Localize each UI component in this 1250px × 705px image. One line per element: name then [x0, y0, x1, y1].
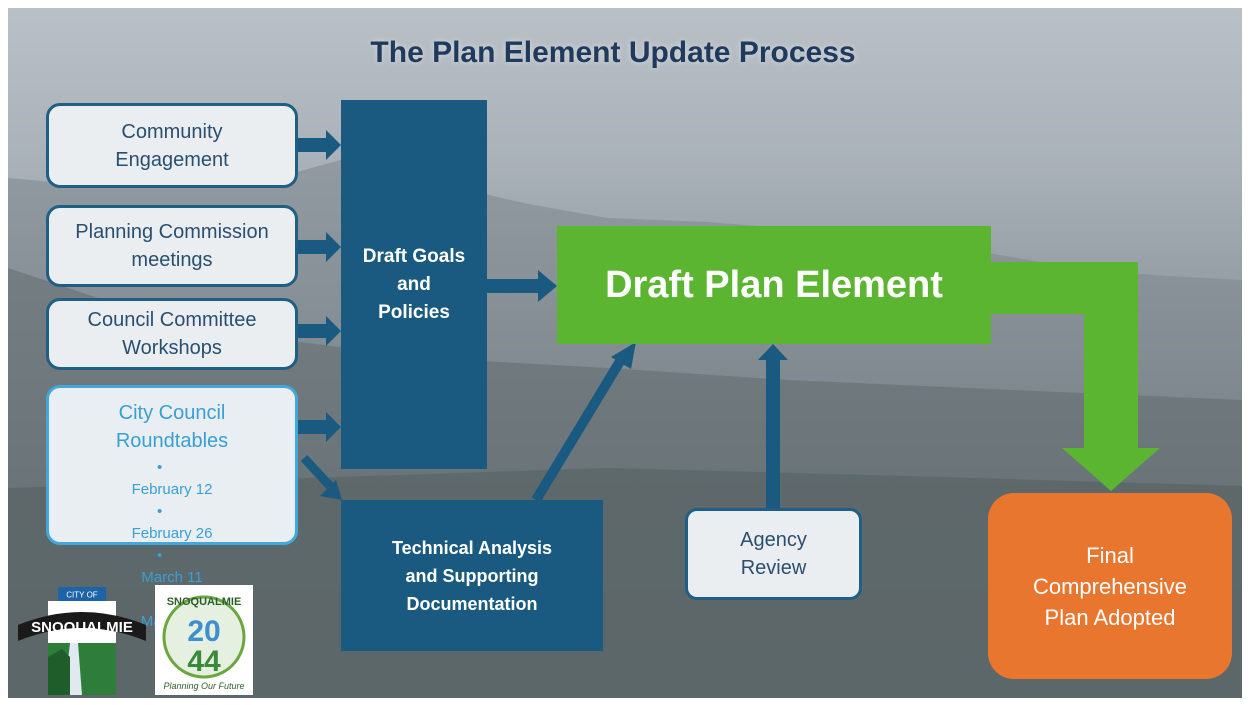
- page-title: The Plan Element Update Process: [370, 36, 856, 69]
- technical-line-1: Technical Analysis: [391, 537, 553, 558]
- arrow-community-to-goals: [298, 130, 341, 160]
- roundtables-title-line-2: Roundtables: [115, 430, 229, 452]
- draft-goals-line-3: Policies: [378, 301, 450, 323]
- council-line-1: Council Committee: [87, 309, 257, 331]
- planning-commission-box: Planning Commission meetings: [46, 205, 298, 287]
- logo-year-top-text: 20: [187, 615, 220, 648]
- final-line-3: Plan Adopted: [1044, 604, 1176, 630]
- draft-goals-line-2: and: [397, 273, 431, 295]
- bullet-icon: •: [157, 547, 163, 564]
- forest-hill: [8, 268, 1242, 698]
- planning-line-1: Planning Commission: [75, 221, 269, 243]
- draft-goals-and-policies-box: Draft Goals and Policies: [341, 100, 487, 469]
- arrow-agency-to-plan: [758, 344, 788, 508]
- logo-city-top-text: CITY OF: [66, 591, 98, 600]
- roundtable-date-text: March 11: [141, 569, 203, 586]
- roundtable-date-text: February 26: [131, 525, 213, 542]
- agency-review-box: Agency Review: [685, 508, 862, 600]
- slide: The Plan Element Update Process Communit…: [8, 8, 1242, 698]
- arrow-council-to-goals: [298, 316, 341, 346]
- city-of-snoqualmie-logo: CITY OF SNOQUALMIE: [18, 587, 146, 695]
- technical-analysis-box: Technical Analysis and Supporting Docume…: [341, 500, 603, 651]
- snoqualmie-2044-logo: SNOQUALMIE 20 44 Planning Our Future: [155, 585, 253, 695]
- final-line-2: Comprehensive: [1032, 573, 1188, 599]
- flow-arrows: [298, 130, 1160, 508]
- logo-city-name-text: SNOQUALMIE: [31, 619, 133, 636]
- city-council-roundtables-box: City Council Roundtables • February 12 • F…: [46, 385, 298, 630]
- draft-goals-line-1: Draft Goals: [362, 245, 466, 267]
- technical-line-2: and Supporting: [405, 565, 539, 586]
- logo-tagline-text: Planning Our Future: [163, 681, 244, 691]
- council-line-2: Workshops: [122, 337, 222, 359]
- technical-line-3: Documentation: [406, 593, 538, 614]
- community-line-2: Engagement: [115, 148, 229, 171]
- agency-line-1: Agency: [740, 529, 807, 551]
- arrow-technical-to-plan: [531, 355, 627, 503]
- draft-plan-element-box: Draft Plan Element: [557, 226, 991, 344]
- roundtable-date: • February 26: [132, 501, 213, 545]
- final-line-1: Final: [1086, 542, 1134, 568]
- arrow-roundtables-to-goals: [298, 412, 341, 442]
- community-engagement-box: Community Engagement: [46, 103, 298, 188]
- bullet-icon: •: [157, 459, 163, 476]
- arrow-goals-to-plan: [487, 270, 557, 302]
- arrow-roundtables-to-technical: [300, 454, 334, 490]
- roundtable-date-text: February 12: [131, 481, 213, 498]
- bullet-icon: •: [157, 503, 163, 520]
- logo-year-bottom-text: 44: [187, 645, 221, 678]
- arrow-plan-to-final: [991, 262, 1160, 491]
- arrow-technical-to-plan-head: [611, 342, 636, 369]
- roundtable-date: • February 12: [132, 457, 213, 501]
- roundtable-date: • March 11: [132, 545, 213, 589]
- council-committee-box: Council Committee Workshops: [46, 298, 298, 370]
- logo-snoq-text: SNOQUALMIE: [167, 596, 242, 608]
- agency-line-2: Review: [740, 557, 807, 579]
- roundtables-title: City Council Roundtables: [116, 399, 228, 455]
- final-plan-adopted-box: Final Comprehensive Plan Adopted: [988, 493, 1232, 679]
- valley-floor: [8, 468, 1242, 698]
- arrow-planning-to-goals: [298, 232, 341, 262]
- planning-line-2: meetings: [131, 249, 213, 271]
- arrow-roundtables-to-technical-head: [320, 480, 342, 500]
- community-line-1: Community: [121, 120, 223, 143]
- roundtables-title-line-1: City Council: [118, 402, 226, 424]
